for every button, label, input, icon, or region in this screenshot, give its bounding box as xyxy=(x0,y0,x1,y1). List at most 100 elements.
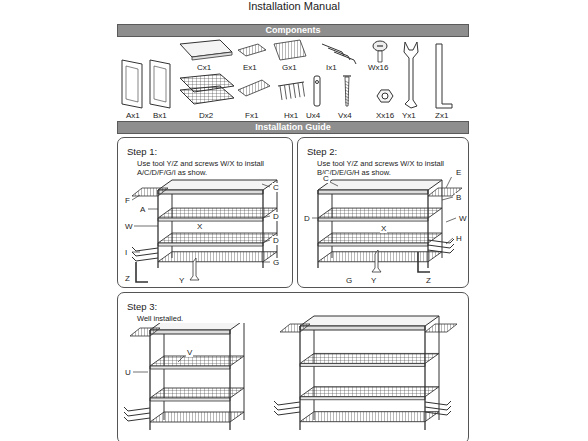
title: Installation Manual xyxy=(194,0,394,12)
part-outline xyxy=(132,195,140,200)
step-heading: Step 1: xyxy=(127,146,157,157)
callout-letter: D xyxy=(272,236,280,245)
part-outline xyxy=(318,180,442,190)
part-outline xyxy=(178,356,184,362)
part-outline xyxy=(190,258,199,280)
part-outline xyxy=(124,407,150,411)
part-outline xyxy=(238,80,270,96)
part-count: Bx1 xyxy=(152,111,168,120)
part-outline xyxy=(274,40,306,60)
part-outline xyxy=(238,44,266,56)
part-outline xyxy=(150,398,230,401)
part-count: Ax1 xyxy=(125,111,141,120)
part-outline xyxy=(294,84,296,98)
callout-letter: Y xyxy=(178,276,185,285)
part-outline xyxy=(150,366,230,369)
part-outline xyxy=(274,406,300,410)
part-outline xyxy=(132,252,140,253)
part-outline xyxy=(330,182,338,186)
part-outline xyxy=(158,252,277,262)
part-outline xyxy=(303,83,305,97)
part-outline xyxy=(124,417,150,421)
callout-letter: D xyxy=(272,212,280,221)
part-outline xyxy=(132,247,158,251)
step-instruction: Use tool Y/Z and screws W/X to install B… xyxy=(317,159,467,177)
part-outline xyxy=(158,208,277,218)
callout-letter: Z xyxy=(425,276,432,285)
part-outline xyxy=(132,257,158,261)
part-count: Vx4 xyxy=(337,111,353,120)
part-outline xyxy=(428,249,454,253)
part-outline xyxy=(164,320,165,420)
section-band: Components xyxy=(117,24,469,37)
part-outline xyxy=(278,82,304,86)
callout-letter: B xyxy=(455,193,462,202)
section-band: Installation Guide xyxy=(117,121,469,134)
part-outline xyxy=(318,190,428,194)
part-count: Xx16 xyxy=(375,111,395,120)
part-outline xyxy=(318,218,428,221)
part-outline xyxy=(318,252,442,262)
part-outline xyxy=(378,51,382,62)
components xyxy=(122,40,452,108)
part-outline xyxy=(345,81,349,83)
part-outline xyxy=(158,218,263,221)
part-outline xyxy=(150,330,230,334)
step-panel: Step 3: Well installed. xyxy=(117,292,469,441)
callout-letter: W xyxy=(124,222,134,231)
part-outline xyxy=(262,262,270,263)
part-outline xyxy=(262,184,270,187)
pin-u xyxy=(314,76,320,106)
callout-letter: H xyxy=(455,234,463,243)
nut-hole xyxy=(382,93,388,99)
part-outline xyxy=(345,93,349,95)
section-heading: Installation Guide xyxy=(118,122,468,133)
part-outline xyxy=(158,243,263,246)
part-outline xyxy=(300,316,439,326)
part-outline xyxy=(428,244,454,248)
part-outline xyxy=(285,85,287,99)
part-outline xyxy=(262,190,263,268)
part-outline xyxy=(300,397,425,400)
part-outline xyxy=(192,52,232,60)
part-count: Cx1 xyxy=(196,63,212,72)
part-outline xyxy=(274,411,300,415)
callout-letter: Z xyxy=(124,274,131,283)
callout-letter: I xyxy=(124,248,128,257)
part-outline xyxy=(345,84,349,86)
part-outline xyxy=(317,190,318,268)
callout-letter: U xyxy=(124,368,132,377)
callout-letter: X xyxy=(196,222,203,231)
part-outline xyxy=(229,330,230,430)
part-outline xyxy=(262,216,270,218)
part-outline xyxy=(442,197,453,200)
step-instruction: Well installed. xyxy=(137,314,287,323)
part-outline xyxy=(377,90,393,102)
step-heading: Step 3: xyxy=(127,301,157,312)
part-outline xyxy=(318,243,428,246)
part-outline xyxy=(424,326,425,430)
part-count: Fx1 xyxy=(244,111,259,120)
part-outline xyxy=(345,77,349,106)
part-outline xyxy=(124,412,150,416)
part-outline xyxy=(446,218,456,222)
part-outline xyxy=(446,238,453,244)
part-outline xyxy=(157,190,158,268)
part-outline xyxy=(345,90,349,92)
callout-letter: Y xyxy=(370,276,377,285)
part-count: Ix1 xyxy=(325,63,338,72)
part-count: Ex1 xyxy=(242,63,258,72)
part-outline xyxy=(132,188,168,196)
callout-letter: W xyxy=(458,214,468,223)
part-outline xyxy=(132,226,158,227)
part-outline xyxy=(300,353,439,363)
step3-art xyxy=(124,316,457,430)
part-outline xyxy=(312,218,318,219)
callout-letter: E xyxy=(455,168,462,177)
part-outline xyxy=(244,320,245,420)
part-outline xyxy=(372,250,381,272)
callout-letter: G xyxy=(272,258,280,267)
part-outline xyxy=(262,240,270,243)
part-outline xyxy=(345,96,349,98)
pin-hole xyxy=(316,81,319,84)
